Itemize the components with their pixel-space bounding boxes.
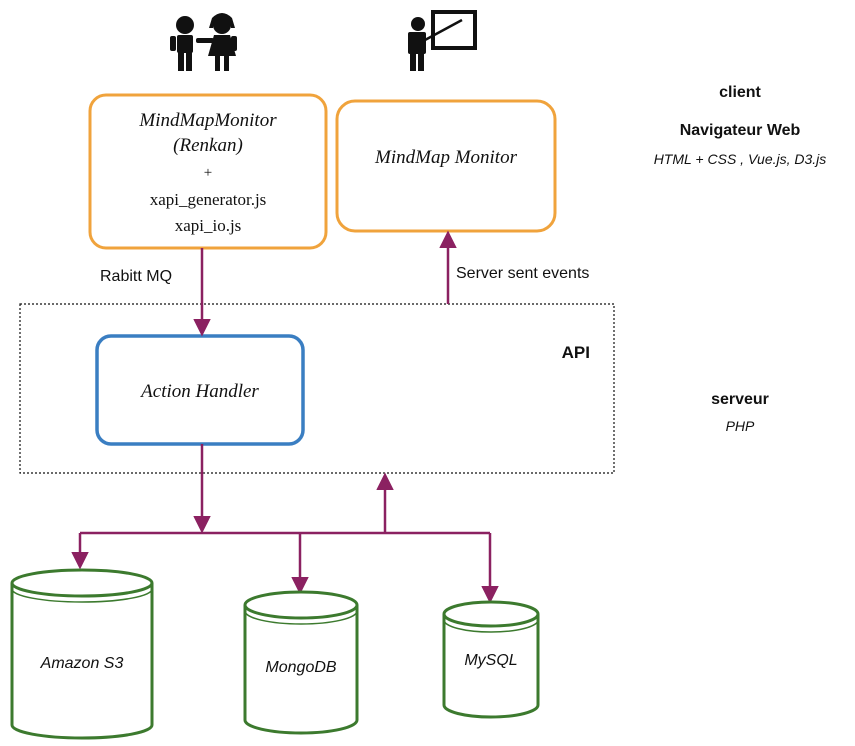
arrows <box>71 230 499 604</box>
db-label-amazon-s3: Amazon S3 <box>40 655 124 672</box>
action-handler-box: Action Handler <box>95 334 305 446</box>
student-app-box: MindMapMonitor (Renkan) + xapi_generator… <box>88 93 328 250</box>
sse-label: Server sent events <box>456 265 589 282</box>
db-label-mongodb: MongoDB <box>265 659 336 676</box>
rabbit-label: Rabitt MQ <box>100 268 172 285</box>
student-app-file-generator: xapi_generator.js <box>150 190 267 209</box>
student-app-subtitle: (Renkan) <box>173 135 243 156</box>
action-handler-label: Action Handler <box>139 381 259 402</box>
teacher-board-icon <box>408 10 477 71</box>
student-app-plus: + <box>204 165 212 181</box>
server-tech: PHP <box>726 418 755 434</box>
student-app-title: MindMapMonitor <box>138 110 277 131</box>
client-tech: HTML + CSS , Vue.js, D3.js <box>654 151 827 167</box>
children-icon <box>170 13 237 71</box>
api-container <box>19 303 615 474</box>
db-mongodb: MongoDB <box>243 590 359 735</box>
server-title: serveur <box>711 391 769 408</box>
db-label-mysql: MySQL <box>464 652 517 669</box>
teacher-app-box: MindMap Monitor <box>335 99 557 233</box>
client-title: client <box>719 84 761 101</box>
client-subtitle: Navigateur Web <box>680 122 801 139</box>
db-mysql: MySQL <box>442 600 540 719</box>
db-amazon-s3: Amazon S3 <box>10 568 154 740</box>
teacher-app-label: MindMap Monitor <box>374 147 518 168</box>
student-app-file-io: xapi_io.js <box>175 216 242 235</box>
api-label: API <box>562 343 590 362</box>
